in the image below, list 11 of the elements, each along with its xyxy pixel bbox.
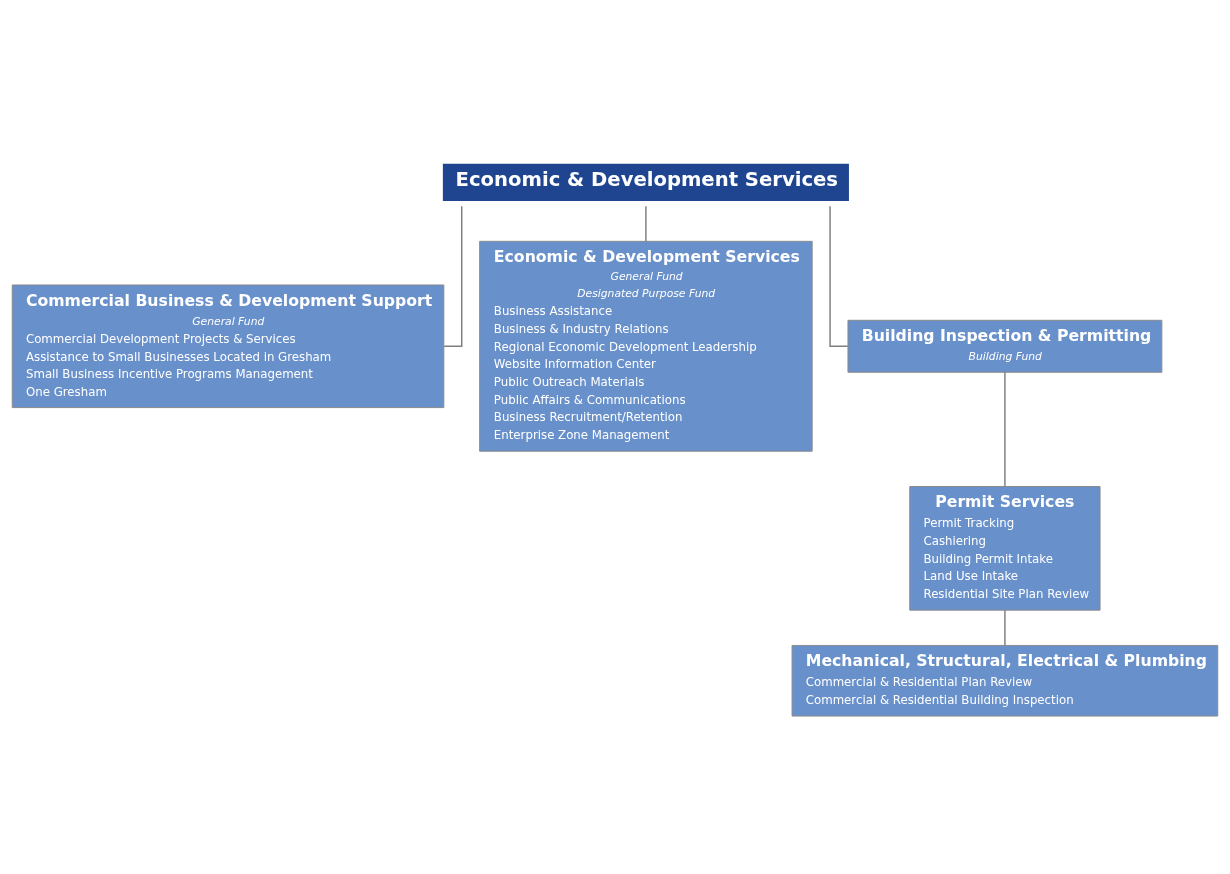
connector [645,205,647,242]
node-box: Mechanical, Structural, Electrical & Plumbing Commercial & Residential Plan Review Commercial & Residential Building Inspection [791,644,1219,717]
node-box: Permit Services Permit Tracking Cashiering Building Permit Intake Land Use Intake Residential Site Plan Review [909,485,1101,611]
connector [829,205,849,347]
connector [1004,609,1006,646]
connector [1004,371,1006,487]
connector [443,205,463,347]
node-box: Economic & Development Services [440,161,851,203]
node-box: Commercial Business & Development Support General Fund Commercial Development Projects & Services Assistance to Small Businesses Located in Gresham Small Business Incentive Programs Management One Gresham [11,284,445,408]
node-box: Economic & Development Services General Fund Designated Purpose Fund Business Assistance Business & Industry Relations Regional Economic Development Leadership Website Information Center Public Outreach Materials Public Affairs & Communications Business Recruitment/Retention Enterprise Zone Management [479,240,813,452]
node-box: Building Inspection & Permitting Building Fund [847,319,1163,373]
